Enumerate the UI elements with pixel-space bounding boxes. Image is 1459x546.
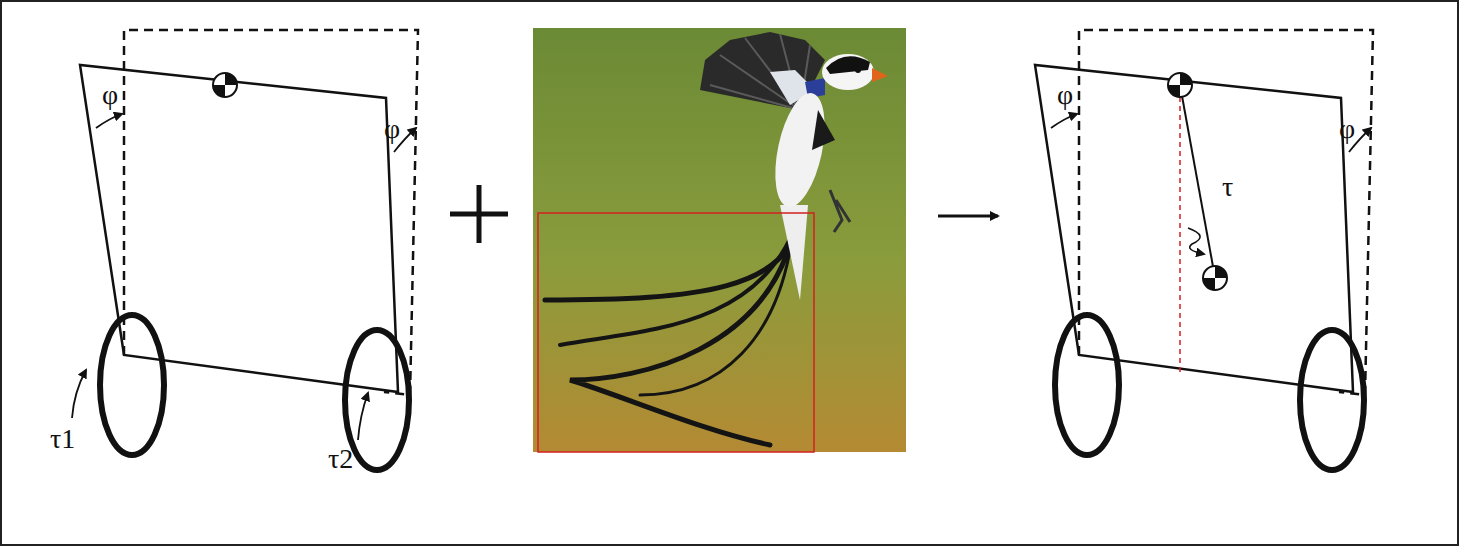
robot-left [72, 30, 418, 470]
torque-label: τ [1222, 172, 1233, 203]
plus-sign [450, 185, 508, 243]
angle-arrow [96, 114, 122, 128]
vertical-reference [1179, 97, 1181, 372]
torque-arrow [358, 393, 368, 440]
tilted-body [1035, 65, 1353, 392]
photo-background [533, 28, 906, 452]
angle-arrow [1051, 114, 1077, 128]
bird-photo [533, 28, 906, 452]
bird-head [822, 54, 874, 90]
highlight-box [538, 213, 814, 452]
result-arrow [938, 215, 998, 218]
tail-torque-arrow [1188, 228, 1204, 254]
wheel [1055, 315, 1119, 455]
tail-mass-symbol [1203, 266, 1227, 290]
wheel [100, 315, 164, 455]
angle-label: φ [1057, 80, 1073, 111]
bird-tail-base [780, 205, 808, 300]
angle-label: φ [1339, 114, 1355, 145]
tilted-body [80, 65, 398, 392]
bird-feet [830, 190, 850, 232]
bird-body [766, 89, 833, 212]
bird-beak [872, 68, 888, 82]
angle-label: φ [102, 80, 118, 111]
com-symbol [1168, 73, 1192, 97]
bird-tail [545, 215, 800, 445]
tail-rod [1180, 85, 1214, 272]
robot-right [1035, 30, 1373, 470]
torque-label: τ2 [328, 444, 353, 475]
bird-eye [855, 67, 861, 73]
torque-label: τ1 [50, 424, 75, 455]
wheel [345, 330, 409, 470]
com-symbol [213, 73, 237, 97]
wheel [1300, 330, 1364, 470]
torque-arrow [72, 370, 86, 418]
bird-cap [826, 56, 870, 74]
bird-collar [812, 110, 835, 150]
angle-label: φ [384, 114, 400, 145]
